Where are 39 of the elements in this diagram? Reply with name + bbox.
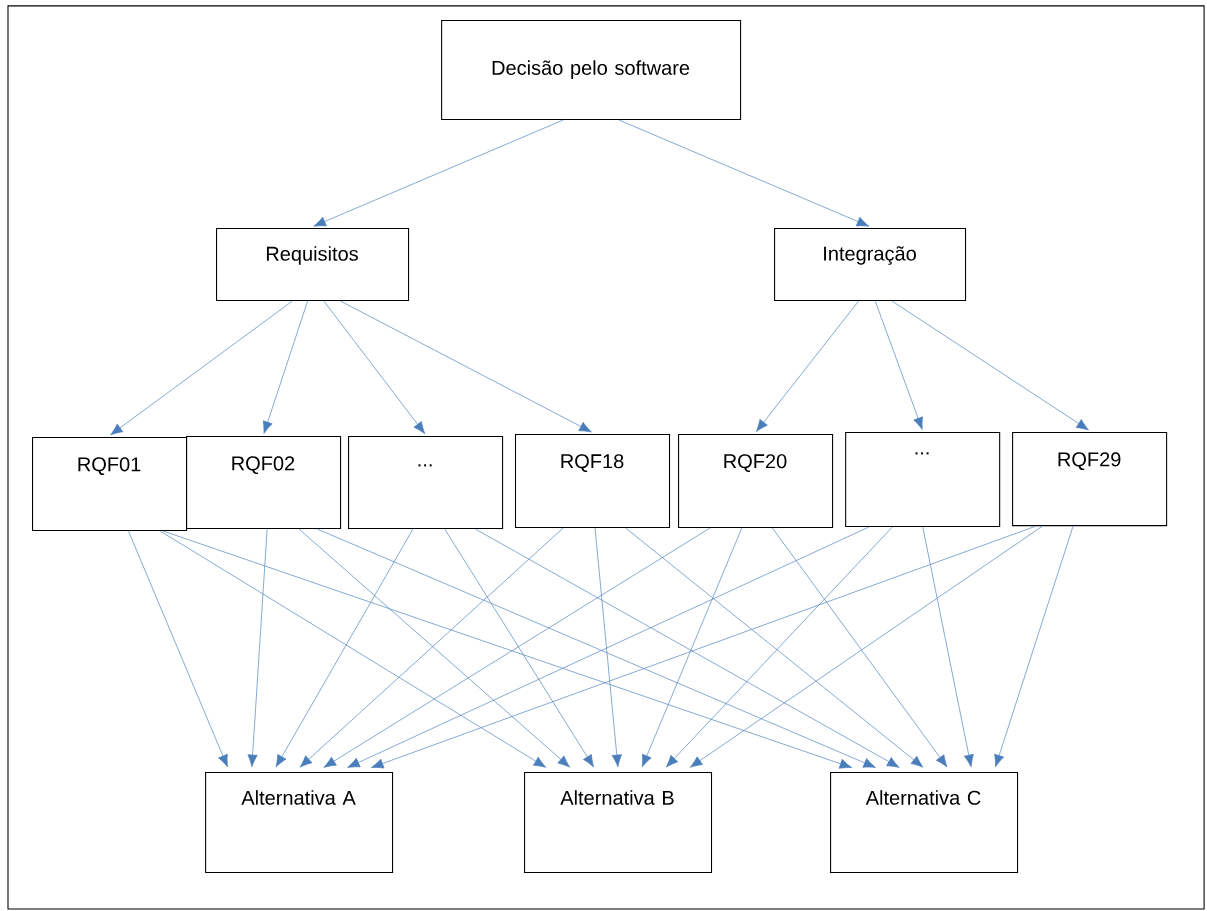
arrow [275, 528, 414, 768]
arrow [323, 300, 426, 434]
arrow [110, 300, 293, 436]
arrow [594, 527, 622, 768]
arrow [874, 300, 923, 430]
arrow [994, 525, 1074, 768]
arrow [772, 527, 948, 768]
hierarchy-box: RQF01 [32, 436, 188, 532]
hierarchy-box: RQF20 [678, 433, 834, 529]
arrow [756, 300, 859, 432]
arrow [323, 527, 711, 768]
hierarchy-box: Requisitos [216, 228, 410, 302]
arrow [665, 526, 893, 768]
arrow [618, 119, 870, 227]
arrow [262, 300, 308, 434]
arrow [160, 530, 547, 768]
hierarchy-box: ... [845, 432, 1001, 528]
arrow [891, 300, 1089, 431]
arrow [371, 525, 1037, 769]
arrow [313, 119, 564, 227]
arrow [340, 300, 592, 433]
arrow [625, 527, 924, 768]
arrow [475, 528, 900, 768]
hierarchy-box: Decisão pelo software [441, 20, 742, 120]
arrow [163, 530, 853, 769]
arrow [689, 525, 1043, 768]
arrow [641, 527, 743, 768]
hierarchy-box: RQF18 [514, 433, 671, 529]
hierarchy-box: RQF29 [1012, 432, 1168, 527]
arrow [128, 530, 228, 768]
hierarchy-box: Integração [774, 228, 967, 302]
hierarchy-box: Alternativa C [830, 772, 1019, 874]
arrow [444, 528, 594, 768]
arrow [247, 528, 268, 768]
hierarchy-box: RQF02 [186, 436, 342, 530]
hierarchy-box: Alternativa A [205, 772, 394, 874]
arrow [922, 526, 974, 768]
hierarchy-box: ... [348, 436, 504, 530]
hierarchy-box: Alternativa B [524, 772, 713, 874]
